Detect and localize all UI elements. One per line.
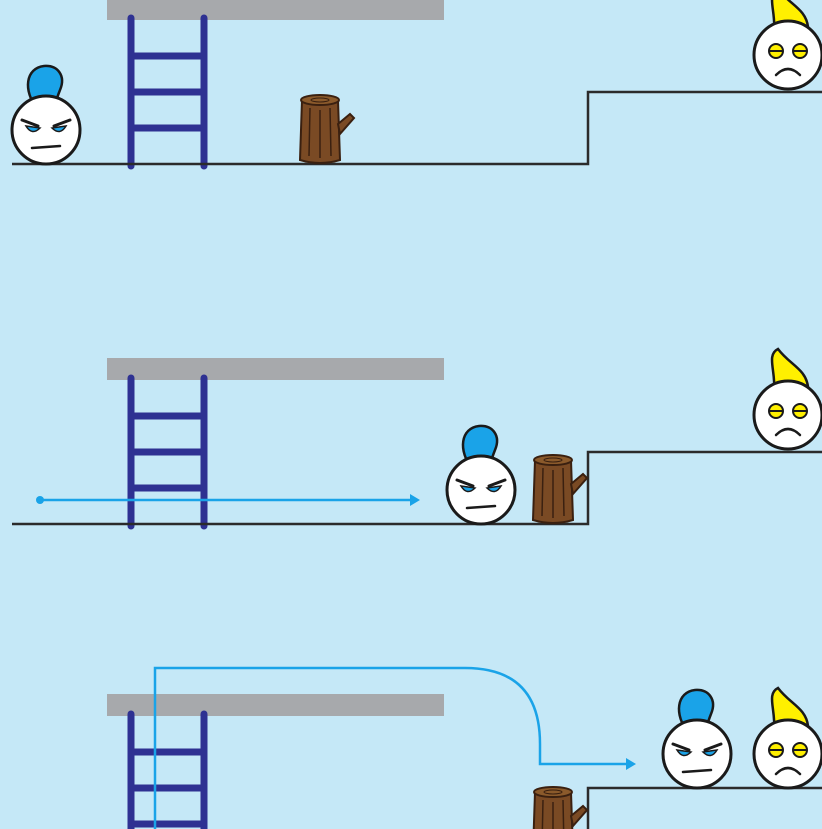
- stone-platform: [107, 0, 444, 20]
- ground-line: [12, 90, 822, 166]
- path-arrow: [153, 666, 636, 829]
- stone-platform: [107, 358, 444, 380]
- panel-1: [10, 0, 822, 166]
- panel-3: [107, 666, 822, 829]
- path-arrow: [36, 494, 420, 506]
- ground-line: [12, 450, 822, 526]
- panel-2: [12, 347, 822, 526]
- stone-platform: [107, 694, 444, 716]
- ground-line: [586, 786, 822, 829]
